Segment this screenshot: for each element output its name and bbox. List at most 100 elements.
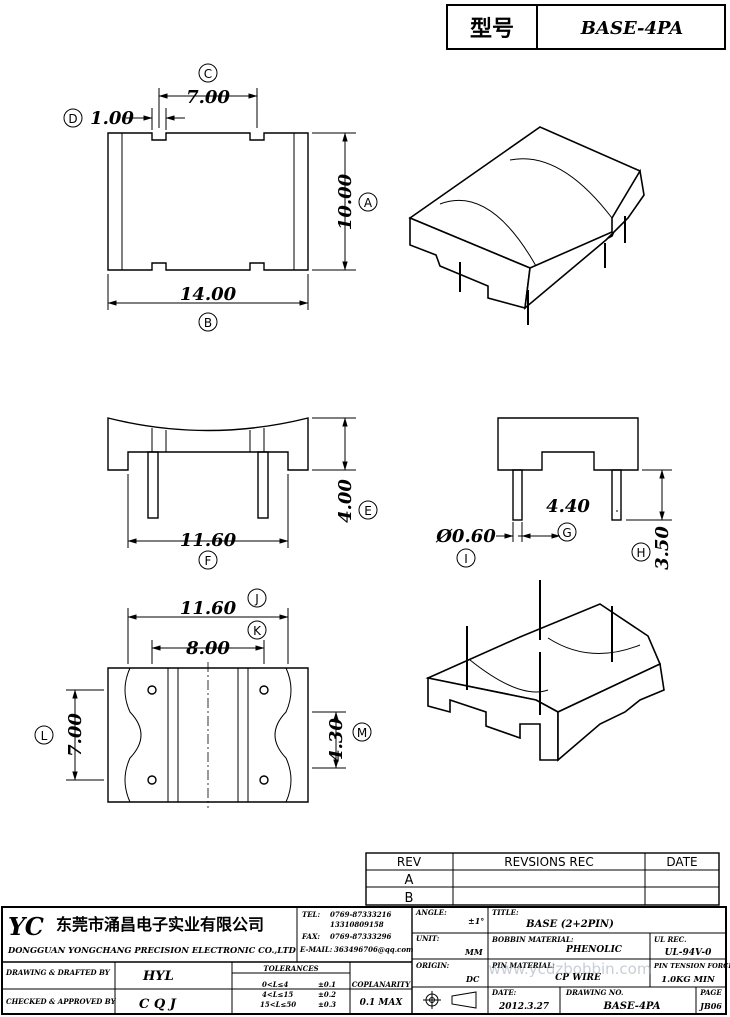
- bobbin-label: BOBBIN MATERIAL:: [491, 935, 574, 944]
- callout-e-label: E: [364, 504, 372, 518]
- callout-f: F: [198, 550, 218, 570]
- dim-l-value: 7.00: [65, 713, 86, 757]
- callout-k: K: [247, 620, 267, 640]
- side-view: 4.40 Ø0.60 3.50: [435, 417, 673, 570]
- model-label: 型号: [470, 17, 514, 42]
- callout-i: I: [456, 548, 476, 568]
- rev-col-rec: REVSIONS REC: [504, 855, 593, 869]
- callouts: C D A B E F G I H J K L M: [34, 63, 651, 745]
- coplanarity-label: COPLANARITY: [352, 980, 411, 989]
- callout-m-label: M: [357, 726, 367, 740]
- dim-f-value: 11.60: [180, 530, 237, 551]
- tel-1: 0769-87333216: [330, 910, 391, 919]
- bottom-view: 11.60 8.00 7.00 4.30: [65, 598, 347, 808]
- fax-label: FAX:: [301, 932, 320, 941]
- dim-k-value: 8.00: [185, 638, 230, 659]
- front-view: 4.00 11.60: [107, 417, 356, 551]
- drawn-label: DRAWING & DRAFTED BY: [5, 968, 111, 977]
- projection-symbol-icon: [423, 991, 477, 1009]
- dim-d-value: 1.00: [90, 108, 134, 129]
- pin-value: CP WIRE: [555, 973, 601, 983]
- date-label: DATE:: [491, 988, 517, 997]
- date-value: 2012.3.27: [498, 1002, 550, 1012]
- rev-row-a: A: [405, 873, 414, 888]
- angle-label: ANGLE:: [415, 908, 447, 917]
- pin-label: PIN MATERIAL:: [491, 961, 555, 970]
- tol-r2-range: 4<L≤15: [262, 990, 293, 999]
- rev-row-b: B: [405, 891, 414, 906]
- callout-l: L: [34, 725, 54, 745]
- angle-value: ±1°: [468, 916, 484, 926]
- company-logo: YC: [8, 912, 44, 941]
- model-value: BASE-4PA: [580, 18, 683, 39]
- model-header: 型号 BASE-4PA: [446, 4, 726, 50]
- tension-value: 1.0KG MIN: [661, 975, 716, 985]
- page-label: PAGE: [699, 988, 722, 997]
- tol-r1-range: 0<L≤4: [262, 980, 289, 989]
- tol-r3-val: ±0.3: [318, 1000, 336, 1009]
- tol-r2-val: ±0.2: [318, 990, 336, 999]
- callout-d: D: [63, 108, 83, 128]
- tol-r3-range: 15<L≤50: [260, 1000, 296, 1009]
- unit-label: UNIT:: [416, 934, 440, 943]
- iso-view-top: [408, 126, 645, 325]
- drawing-no-value: BASE-4PA: [603, 1001, 661, 1012]
- watermark: www.ycdzbobbin.com: [489, 960, 652, 978]
- origin-label: ORIGIN:: [416, 961, 450, 970]
- dim-h-value: 3.50: [652, 526, 673, 570]
- callout-k-label: K: [253, 624, 262, 638]
- iso-view-bottom: [425, 580, 665, 762]
- email-label: E-MAIL:: [299, 945, 333, 954]
- tol-r1-val: ±0.1: [318, 980, 336, 989]
- callout-f-label: F: [205, 554, 212, 568]
- coplanarity-value: 0.1 MAX: [360, 998, 404, 1008]
- callout-a-label: A: [364, 196, 373, 210]
- tel-label: TEL:: [302, 910, 320, 919]
- title-block: YC 东莞市涌昌电子实业有限公司 DONGGUAN YONGCHANG PREC…: [1, 906, 730, 1015]
- bobbin-value: PHENOLIC: [565, 945, 623, 955]
- callout-b: B: [198, 312, 218, 332]
- top-view: 7.00 1.00 10.00 14.00: [90, 87, 356, 310]
- dim-c-value: 7.00: [186, 87, 230, 108]
- callout-g-label: G: [562, 526, 571, 540]
- drawn-value: HYL: [142, 969, 174, 984]
- dim-j-value: 11.60: [180, 598, 237, 619]
- checked-label: CHECKED & APPROVED BY: [6, 997, 117, 1006]
- callout-d-label: D: [68, 112, 77, 126]
- callout-e: E: [358, 500, 378, 520]
- tol-label: TOLERANCES: [263, 964, 318, 973]
- callout-l-label: L: [41, 729, 48, 743]
- title-value: BASE (2+2PIN): [525, 919, 614, 930]
- revision-table: REV REVSIONS REC DATE A B: [365, 852, 720, 906]
- title-label: TITLE:: [492, 908, 519, 917]
- company-name-en: DONGGUAN YONGCHANG PRECISION ELECTRONIC …: [7, 945, 297, 956]
- callout-a: A: [358, 192, 378, 212]
- email: 363496706@qq.com: [334, 945, 413, 954]
- callout-m: M: [352, 722, 372, 742]
- callout-j: J: [247, 588, 267, 608]
- rev-col-rev: REV: [397, 855, 422, 869]
- callout-i-label: I: [464, 552, 468, 566]
- dim-g-value: 4.40: [546, 496, 590, 517]
- dim-e-value: 4.00: [335, 479, 356, 523]
- callout-b-label: B: [204, 316, 212, 330]
- rev-col-date: DATE: [666, 855, 697, 869]
- callout-c: C: [198, 63, 218, 83]
- page-value: JB06: [698, 1001, 722, 1011]
- drawing-no-label: DRAWING NO.: [565, 988, 623, 997]
- ul-label: UL REC.: [654, 935, 687, 944]
- tel-2: 13310809158: [330, 920, 384, 929]
- dim-a-value: 10.00: [335, 173, 356, 230]
- dim-b-value: 14.00: [180, 284, 237, 305]
- callout-g: G: [557, 522, 577, 542]
- dim-m-value: 4.30: [326, 718, 347, 762]
- origin-value: DC: [465, 974, 480, 984]
- ul-value: UL-94V-0: [665, 948, 713, 958]
- fax: 0769-87333296: [330, 932, 391, 941]
- callout-j-label: J: [254, 592, 259, 606]
- callout-h-label: H: [636, 546, 645, 560]
- tension-label: PIN TENSION FORCE: [653, 962, 730, 970]
- checked-value: C Q J: [139, 997, 177, 1012]
- callout-c-label: C: [204, 67, 212, 81]
